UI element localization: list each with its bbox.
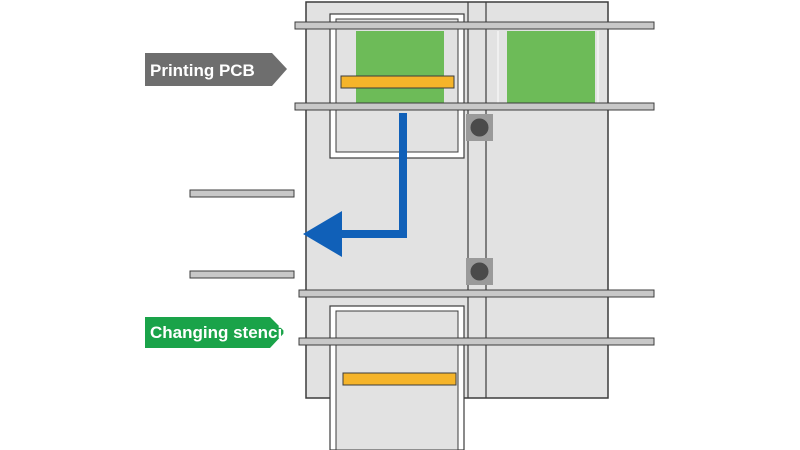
squeegee-upper [340, 75, 455, 89]
rail-top-2 [294, 102, 655, 111]
changing-stencils-label-text: Changing stencils [150, 323, 296, 342]
roller-lower [466, 258, 493, 285]
center-track [467, 2, 487, 398]
squeegee-lower [342, 372, 457, 386]
pcb-right-edges [497, 31, 599, 105]
changing-stencils-label: Changing stencils [145, 317, 296, 348]
printing-pcb-label: Printing PCB [145, 53, 287, 86]
printing-pcb-label-text: Printing PCB [150, 61, 255, 80]
pcb-left [356, 31, 444, 105]
rail-bottom-2 [298, 337, 655, 346]
side-rail-lower [189, 270, 295, 279]
side-rail-upper [189, 189, 295, 198]
rail-top-1 [294, 21, 655, 30]
pcb-right [507, 31, 595, 105]
rail-bottom-1 [298, 289, 655, 298]
down-then-left-arrow-icon [303, 113, 407, 257]
roller-upper [466, 114, 493, 141]
